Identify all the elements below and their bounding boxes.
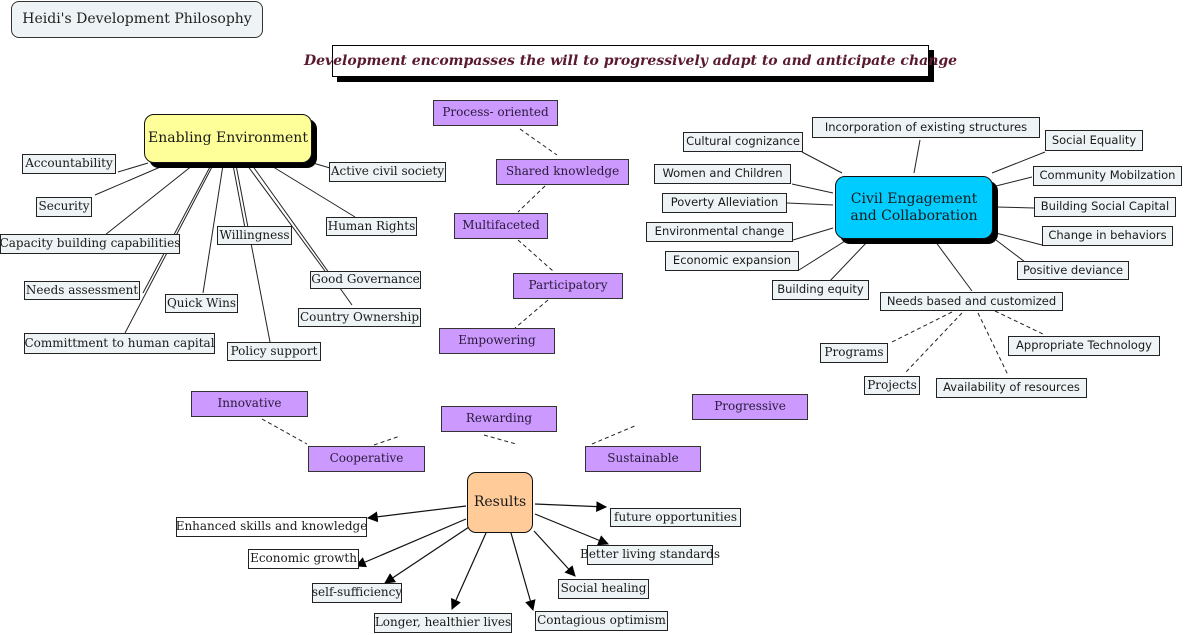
arrow-economic-growth (355, 518, 467, 568)
leaf-building-equity[interactable]: Building equity (772, 280, 869, 300)
leaf-appropriate-technology[interactable]: Appropriate Technology (1008, 336, 1160, 356)
link-quick-wins (202, 164, 224, 294)
link-social-capital (995, 206, 1035, 209)
arrow-enhanced-skills (366, 505, 467, 523)
principle-empowering[interactable]: Empowering (439, 328, 555, 354)
principle-multifaceted[interactable]: Multifaceted (454, 213, 548, 239)
outcome-social-healing[interactable]: Social healing (558, 579, 649, 599)
outcome-self-sufficiency[interactable]: self-sufficiency (312, 583, 402, 603)
outcome-economic-growth[interactable]: Economic growth (248, 549, 359, 569)
leaf-capacity-building[interactable]: Capacity building capabilities (0, 234, 180, 254)
quality-sustainable[interactable]: Sustainable (585, 446, 701, 472)
link-positive-deviance (995, 239, 1026, 263)
link-accountability (117, 162, 149, 173)
quality-progressive[interactable]: Progressive (692, 394, 808, 420)
link-multi-particip (517, 239, 554, 272)
link-incorporation (913, 139, 921, 174)
leaf-incorporation-structures[interactable]: Incorporation of existing structures (812, 117, 1040, 138)
leaf-environmental-change[interactable]: Environmental change (646, 222, 793, 242)
arrow-better-living (534, 513, 609, 546)
link-capacity (104, 164, 194, 236)
link-needs-assessment (142, 164, 212, 294)
link-economic-expansion (798, 240, 846, 271)
link-willingness (232, 164, 246, 229)
quality-innovative[interactable]: Innovative (191, 391, 308, 417)
link-security (94, 164, 166, 196)
leaf-needs-assessment[interactable]: Needs assessment (24, 281, 140, 300)
results-hub[interactable]: Results (467, 472, 533, 533)
link-good-governance (246, 164, 326, 272)
diagram-title: Heidi's Development Philosophy (11, 1, 263, 38)
banner-statement: Development encompasses the will to prog… (304, 45, 957, 77)
link-needs-resources (977, 312, 1009, 376)
arrow-self-sufficiency (384, 526, 470, 584)
arrow-social-healing (533, 530, 576, 577)
leaf-accountability[interactable]: Accountability (22, 154, 116, 174)
link-social-equality (991, 151, 1046, 174)
leaf-policy-support[interactable]: Policy support (227, 342, 321, 361)
leaf-change-in-behaviors[interactable]: Change in behaviors (1042, 226, 1173, 246)
quality-cooperative[interactable]: Cooperative (308, 446, 425, 472)
leaf-social-equality[interactable]: Social Equality (1045, 130, 1143, 151)
link-community (995, 176, 1033, 187)
leaf-willingness[interactable]: Willingness (217, 226, 292, 245)
link-needs-programs (889, 311, 953, 344)
leaf-community-mobilzation[interactable]: Community Mobilzation (1033, 166, 1182, 186)
leaf-quick-wins[interactable]: Quick Wins (165, 294, 238, 313)
leaf-building-social-capital[interactable]: Building Social Capital (1034, 197, 1176, 217)
link-poverty (786, 202, 834, 206)
link-sustainable-progressive (591, 424, 638, 445)
link-behaviors (995, 232, 1043, 246)
outcome-contagious-optimism[interactable]: Contagious optimism (535, 611, 668, 631)
leaf-poverty-alleviation[interactable]: Poverty Alleviation (662, 193, 787, 213)
leaf-programs[interactable]: Programs (820, 343, 888, 363)
leaf-women-children[interactable]: Women and Children (654, 164, 791, 184)
arrow-future (534, 501, 608, 512)
arrow-contagious (510, 532, 536, 612)
link-cooperative-rewarding (373, 435, 401, 446)
leaf-economic-expansion[interactable]: Economic expansion (665, 251, 799, 271)
leaf-projects[interactable]: Projects (864, 376, 920, 395)
link-needs-projects (904, 312, 963, 374)
principle-process-oriented[interactable]: Process- oriented (433, 100, 558, 126)
leaf-human-rights[interactable]: Human Rights (326, 217, 417, 236)
principle-participatory[interactable]: Participatory (513, 273, 623, 299)
link-women (791, 183, 834, 194)
link-environmental (792, 227, 834, 241)
leaf-needs-based-customized[interactable]: Needs based and customized (880, 292, 1063, 311)
link-shared-multi (517, 185, 546, 213)
quality-rewarding[interactable]: Rewarding (441, 406, 557, 432)
leaf-cultural-cognizance[interactable]: Cultural cognizance (683, 132, 803, 152)
link-rewarding-sustainable (483, 434, 517, 445)
leaf-good-governance[interactable]: Good Governance (310, 271, 421, 289)
link-needs-technology (994, 310, 1046, 336)
link-policy-support (235, 164, 271, 343)
leaf-security[interactable]: Security (36, 197, 92, 217)
leaf-active-civil-society[interactable]: Active civil society (329, 162, 446, 182)
link-human-rights (269, 164, 356, 218)
outcome-better-living-standards[interactable]: Better living standards (580, 545, 720, 565)
leaf-country-ownership[interactable]: Country Ownership (298, 308, 421, 327)
outcome-future-opportunities[interactable]: future opportunities (610, 508, 741, 527)
link-needs-based (934, 240, 973, 292)
link-building-equity (827, 240, 869, 284)
principle-shared-knowledge[interactable]: Shared knowledge (496, 159, 629, 185)
link-process-shared (519, 128, 558, 156)
link-innovative-cooperative (261, 418, 308, 445)
link-particip-empower (514, 299, 549, 329)
leaf-committment-human-capital[interactable]: Committment to human capital (24, 333, 215, 354)
link-cultural (801, 151, 843, 174)
outcome-longer-healthier-lives[interactable]: Longer, healthier lives (374, 613, 512, 633)
leaf-availability-resources[interactable]: Availability of resources (936, 378, 1087, 398)
outcome-enhanced-skills[interactable]: Enhanced skills and knowledge (176, 517, 367, 537)
enabling-environment-hub[interactable]: Enabling Environment (144, 114, 312, 163)
civil-engagement-hub[interactable]: Civil Engagement and Collaboration (835, 176, 993, 239)
link-active-civil (312, 162, 331, 169)
leaf-positive-deviance[interactable]: Positive deviance (1017, 261, 1129, 280)
arrow-longer-lives (451, 532, 487, 610)
